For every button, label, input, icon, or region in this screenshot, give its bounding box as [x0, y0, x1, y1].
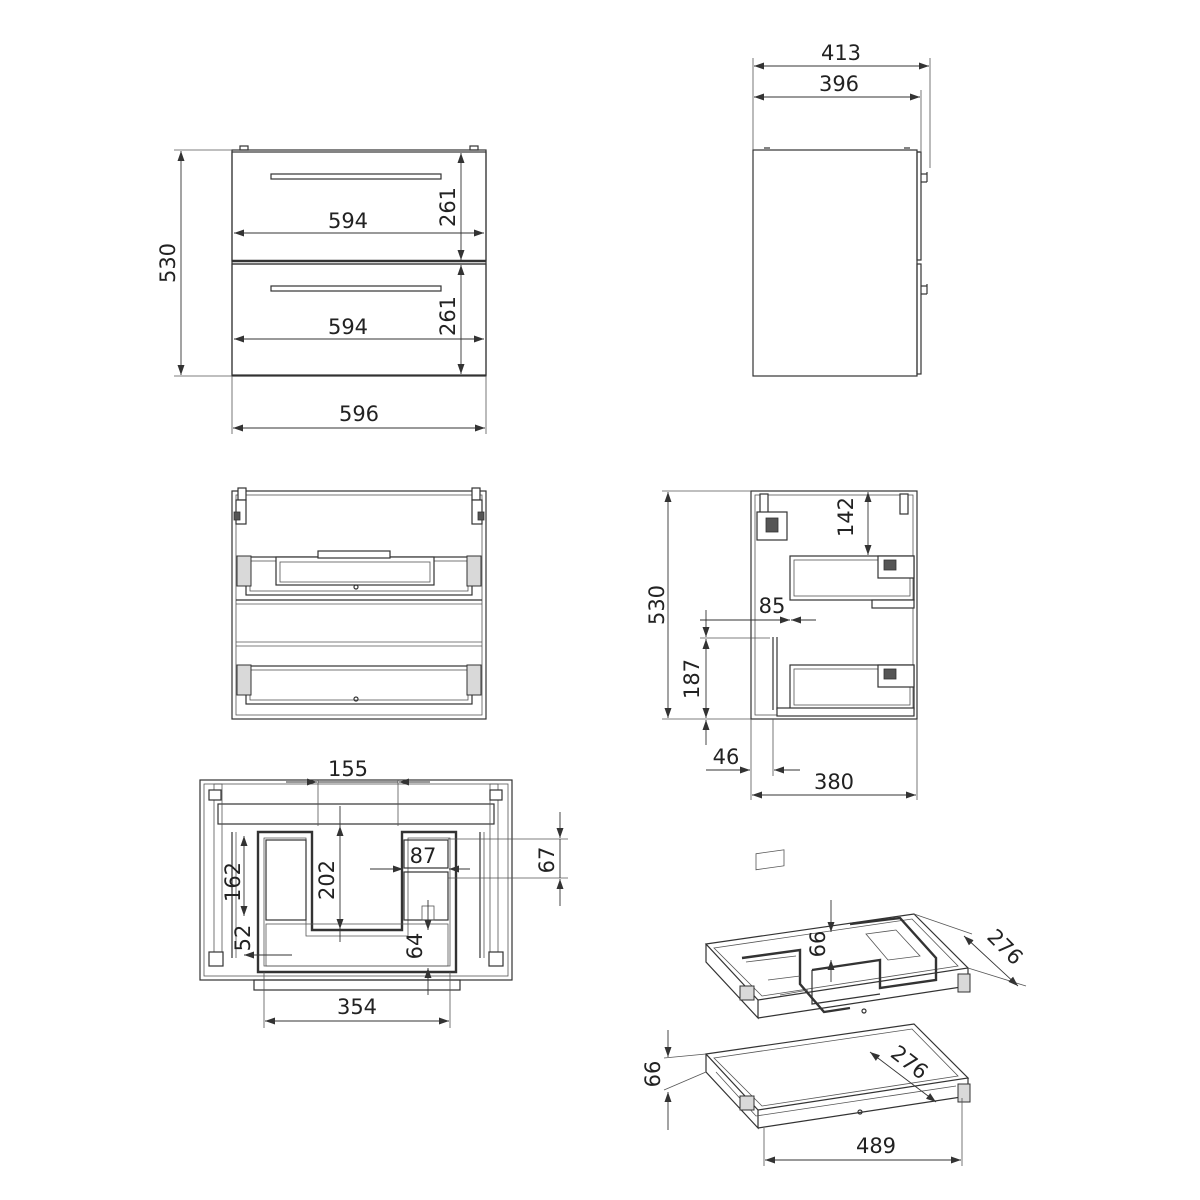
organizer-small-width-label: 87: [410, 844, 437, 868]
organizer-center-depth-label: 202: [315, 860, 339, 900]
bottom-offset-label: 46: [713, 745, 740, 769]
offset-label: 85: [759, 594, 786, 618]
side-view: 413 396: [752, 41, 931, 377]
lower-drawer-depth-label: 276: [886, 1041, 932, 1085]
upper-drawer-depth-label: 276: [982, 924, 1027, 969]
organizer-top-view: 155 162 202 87 67 52 64 354: [199, 757, 568, 1028]
top-drawer-handle-icon: [270, 173, 442, 180]
bottom-drawer-height-label: 261: [436, 296, 460, 336]
lower-drawer-width-label: 489: [856, 1134, 896, 1158]
organizer-small-depth-label: 67: [535, 847, 559, 874]
organizer-center-width-label: 155: [328, 757, 368, 781]
front-view: 594 594 261 261 530 596: [156, 145, 487, 434]
front-width-label: 596: [339, 402, 379, 426]
lower-height-label: 187: [680, 659, 704, 699]
top-drawer-width-label: 594: [328, 209, 368, 233]
interior-height-label: 530: [645, 585, 669, 625]
interior-side-view: 530 142 85 187 46 380: [645, 490, 918, 800]
front-height-label: 530: [156, 243, 180, 283]
organizer-bottom-left-label: 52: [231, 925, 255, 952]
side-inner-depth-label: 396: [819, 72, 859, 96]
top-gap-label: 142: [834, 497, 858, 537]
organizer-left-height-label: 162: [221, 862, 245, 902]
side-outer-depth-label: 413: [821, 41, 861, 65]
top-drawer-height-label: 261: [436, 187, 460, 227]
organizer-bottom-height-label: 64: [403, 933, 427, 960]
lower-drawer-height-label: 66: [641, 1061, 665, 1088]
bottom-drawer-handle-icon: [270, 285, 442, 292]
interior-front-view: [231, 487, 487, 720]
bottom-drawer-width-label: 594: [328, 315, 368, 339]
upper-drawer-height-label: 66: [806, 931, 830, 958]
organizer-total-width-label: 354: [337, 995, 377, 1019]
interior-depth-label: 380: [814, 770, 854, 794]
drawer-isometric-views: 66 276 66 276 489: [641, 849, 1028, 1166]
